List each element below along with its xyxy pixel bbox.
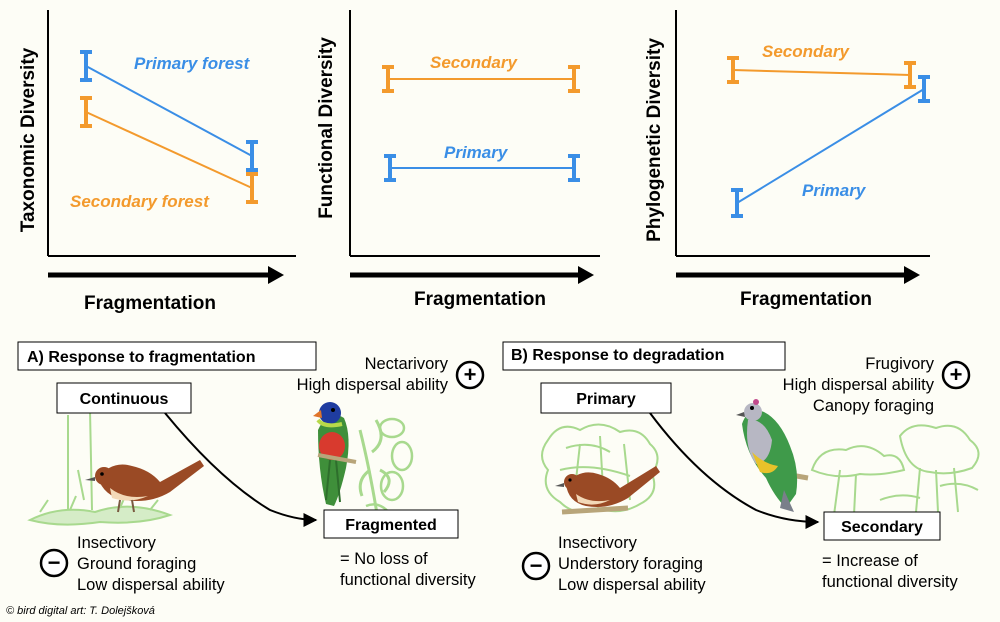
secondary-series-line (85, 111, 253, 189)
panel-b-plus-trait-3: Canopy foraging (813, 397, 934, 415)
fragmented-label: Fragmented (345, 517, 437, 534)
chart-functional: Fragmentation Functional Diversity Secon… (316, 10, 600, 310)
svg-text:−: − (48, 550, 61, 575)
primary-point-low-frag (384, 154, 396, 182)
panel-a-result-2: functional diversity (340, 571, 476, 589)
secondary-label: Secondary (841, 519, 923, 536)
panel-a-plus-trait-2: High dispersal ability (297, 376, 449, 394)
panel-b-title: B) Response to degradation (511, 347, 724, 364)
primary-point-high-frag (568, 154, 580, 182)
plus-circle-icon: + (941, 360, 971, 390)
panel-a-minus-trait-1: Insectivory (77, 534, 157, 552)
fruit-dove-icon (736, 399, 809, 512)
primary-series-label: Primary (444, 143, 509, 162)
secondary-point-low-frag (727, 56, 739, 84)
forest-scenery-icon (27, 409, 173, 526)
panel-b-minus-trait-2: Understory foraging (558, 555, 703, 573)
panel-a-arrow (164, 412, 318, 527)
primary-point-low-frag (80, 50, 92, 82)
y-axis-title: Functional Diversity (316, 37, 337, 219)
svg-text:−: − (530, 553, 543, 578)
primary-point-high-frag (246, 140, 258, 172)
panel-b-minus-trait-1: Insectivory (558, 534, 638, 552)
panel-b-result-1: = Increase of (822, 552, 918, 570)
x-arrow-head (268, 266, 284, 284)
chart-taxonomic: Fragmentation Taxonomic Diversity Primar… (18, 10, 296, 314)
panel-b-result-2: functional diversity (822, 573, 958, 591)
primary-series-label: Primary forest (134, 54, 251, 73)
panel-b-minus-trait-3: Low dispersal ability (558, 576, 706, 594)
x-axis-title: Fragmentation (740, 289, 872, 310)
panel-b-arrow (649, 412, 820, 529)
understory-bird-icon (555, 466, 660, 515)
minus-circle-icon: − (39, 548, 69, 578)
continuous-box (56, 382, 192, 414)
secondary-series-label: Secondary forest (70, 192, 210, 211)
secondary-series-line (732, 69, 911, 76)
secondary-series-label: Secondary (430, 53, 518, 72)
secondary-point-high-frag (904, 61, 916, 89)
panel-a-plus-trait-1: Nectarivory (365, 355, 449, 373)
y-axis-title: Phylogenetic Diversity (644, 38, 665, 242)
secondary-series-label: Secondary (762, 42, 850, 61)
panel-a-result-1: = No loss of (340, 550, 428, 568)
primary-point-high-frag (918, 75, 930, 103)
chart-phylogenetic: Fragmentation Phylogenetic Diversity Sec… (644, 10, 930, 310)
panel-b-plus-trait-1: Frugivory (865, 355, 935, 373)
minus-circle-icon: − (521, 551, 551, 581)
primary-series-label: Primary (802, 181, 867, 200)
panel-a: A) Response to fragmentation Continuous … (17, 341, 485, 594)
panel-a-title: A) Response to fragmentation (27, 349, 255, 366)
lorikeet-icon (313, 402, 414, 521)
panel-b: B) Response to degradation Primary Secon… (502, 341, 980, 594)
panel-a-minus-trait-2: Ground foraging (77, 555, 196, 573)
secondary-point-high-frag (246, 172, 258, 204)
secondary-point-low-frag (80, 96, 92, 128)
plus-circle-icon: + (455, 360, 485, 390)
primary-box (540, 382, 672, 414)
secondary-box (823, 511, 941, 541)
svg-text:+: + (950, 362, 963, 387)
panel-b-title-box (502, 341, 786, 371)
canopy-trees-icon (810, 424, 980, 516)
x-arrow-head (904, 266, 920, 284)
secondary-point-low-frag (382, 65, 394, 93)
x-axis-title: Fragmentation (414, 289, 546, 310)
continuous-label: Continuous (80, 391, 169, 408)
x-axis-title: Fragmentation (84, 293, 216, 314)
panel-a-minus-trait-3: Low dispersal ability (77, 576, 225, 594)
panel-b-plus-trait-2: High dispersal ability (783, 376, 935, 394)
svg-text:+: + (464, 362, 477, 387)
primary-series-line (85, 65, 253, 157)
panel-a-title-box (17, 341, 317, 371)
ground-bird-icon (85, 460, 204, 513)
x-arrow-head (578, 266, 594, 284)
y-axis-title: Taxonomic Diversity (18, 47, 39, 232)
fragmented-box (323, 509, 459, 539)
primary-series-line (736, 88, 925, 204)
primary-point-low-frag (731, 188, 743, 218)
secondary-point-high-frag (568, 65, 580, 93)
credit-text: © bird digital art: T. Dolejšková (6, 605, 155, 617)
primary-label: Primary (576, 391, 636, 408)
